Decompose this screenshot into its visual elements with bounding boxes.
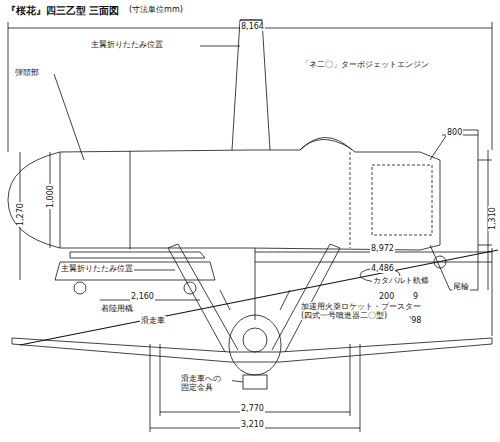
dimension: 1,270 (16, 202, 25, 227)
side-view (8, 20, 498, 345)
dimension: 8,972 (370, 244, 395, 253)
part-label: 滑走車 (140, 316, 166, 325)
part-label: 加速用火薬ロケット・ブースター (四式一号噴進器二〇型) (300, 302, 422, 320)
dimension: 1,000 (46, 184, 55, 209)
dimension: 9 (412, 292, 419, 301)
part-label: (寸法単位mm) (128, 5, 184, 14)
dimension: 2,160 (130, 292, 155, 301)
dimension: 200 (378, 292, 395, 301)
dimension: '98 (408, 316, 422, 325)
title: 『桜花』四三乙型 三面図 (6, 4, 119, 18)
dimension: 3,210 (240, 420, 265, 429)
dimension: 1,310 (488, 206, 497, 231)
part-label: 着陸用橇 (100, 304, 134, 313)
part-label: カタパルト軌條 (372, 276, 430, 285)
dimension: 4,486 (370, 264, 395, 273)
part-label: 主翼折りたたみ位置 (60, 264, 134, 273)
part-label: 弾頭部 (14, 68, 40, 77)
part-label: 主翼折りたたみ位置 (90, 40, 164, 49)
part-label: 「ネ二〇」ターボジェットエンジン (300, 60, 430, 69)
dimension: 800 (446, 128, 463, 137)
front-view (12, 244, 492, 432)
dimension: 2,770 (240, 404, 265, 413)
part-label: 尾輪 (452, 282, 470, 291)
part-label: 滑走車への 固定金具 (180, 374, 232, 392)
dimension: 8,164 (240, 22, 265, 31)
